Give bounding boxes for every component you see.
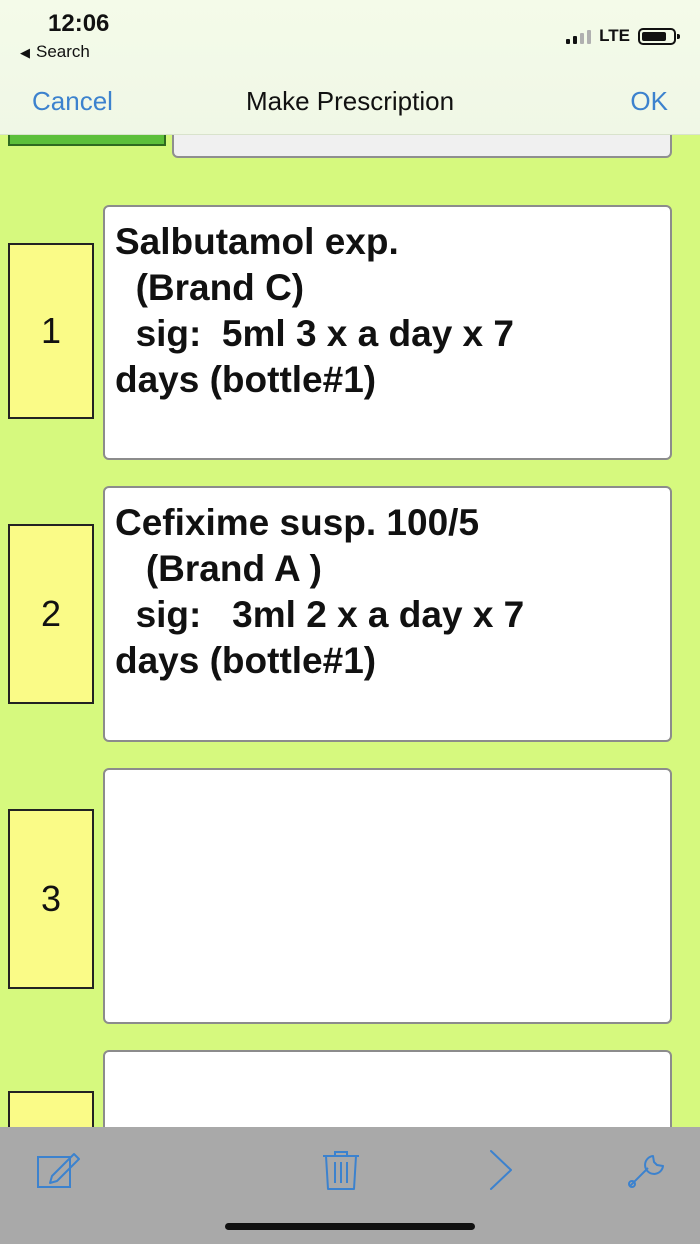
home-indicator	[225, 1223, 475, 1230]
header: 12:06 ◀Search LTE Cancel Make Prescripti…	[0, 0, 700, 135]
signal-icon	[566, 28, 592, 44]
battery-icon	[638, 27, 680, 45]
chevron-right-icon[interactable]	[478, 1147, 528, 1193]
prescription-text-1: Salbutamol exp. (Brand C) sig: 5ml 3 x a…	[115, 221, 514, 400]
ok-button[interactable]: OK	[630, 86, 668, 116]
prescription-text-box-2[interactable]: Cefixime susp. 100/5 (Brand A ) sig: 3ml…	[103, 486, 672, 742]
cancel-button[interactable]: Cancel	[32, 86, 113, 116]
prescription-text-box-3[interactable]	[103, 768, 672, 1024]
compose-icon[interactable]	[34, 1147, 84, 1193]
status-indicators: LTE	[566, 26, 680, 46]
prescription-text-box-1[interactable]: Salbutamol exp. (Brand C) sig: 5ml 3 x a…	[103, 205, 672, 460]
prescription-number-3[interactable]: 3	[8, 809, 94, 989]
back-search-label: Search	[36, 42, 90, 61]
status-time: 12:06	[48, 10, 110, 37]
prescription-number-2[interactable]: 2	[8, 524, 94, 704]
prescription-text-2: Cefixime susp. 100/5 (Brand A ) sig: 3ml…	[115, 502, 525, 681]
trash-icon[interactable]	[316, 1147, 366, 1193]
wrench-icon[interactable]	[622, 1147, 672, 1193]
prescription-number-1[interactable]: 1	[8, 243, 94, 419]
network-type: LTE	[599, 26, 630, 45]
back-to-search-link[interactable]: ◀ Search	[20, 42, 90, 62]
back-arrow-icon: ◀	[20, 45, 30, 60]
